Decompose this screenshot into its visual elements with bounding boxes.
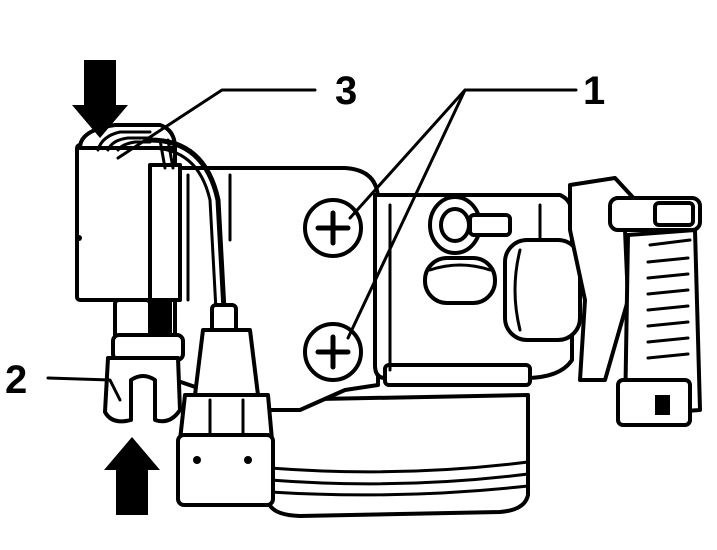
plug-connector xyxy=(176,303,275,507)
callout-leaders xyxy=(46,88,578,402)
mounting-screw-upper xyxy=(303,198,363,258)
down-arrow-icon xyxy=(72,60,128,138)
throttle-pipe xyxy=(266,393,530,518)
callout-label-2: 2 xyxy=(5,358,27,402)
sensor-cable xyxy=(147,137,227,313)
clip-stem xyxy=(111,298,185,362)
sensor-head xyxy=(75,123,182,302)
up-arrow-icon xyxy=(104,437,160,515)
u-clip xyxy=(103,356,182,424)
mounting-screw-lower xyxy=(303,322,363,382)
right-linkage xyxy=(568,176,702,427)
callout-label-1: 1 xyxy=(583,69,605,113)
shaft-cap xyxy=(423,195,512,305)
callout-label-3: 3 xyxy=(335,69,357,113)
